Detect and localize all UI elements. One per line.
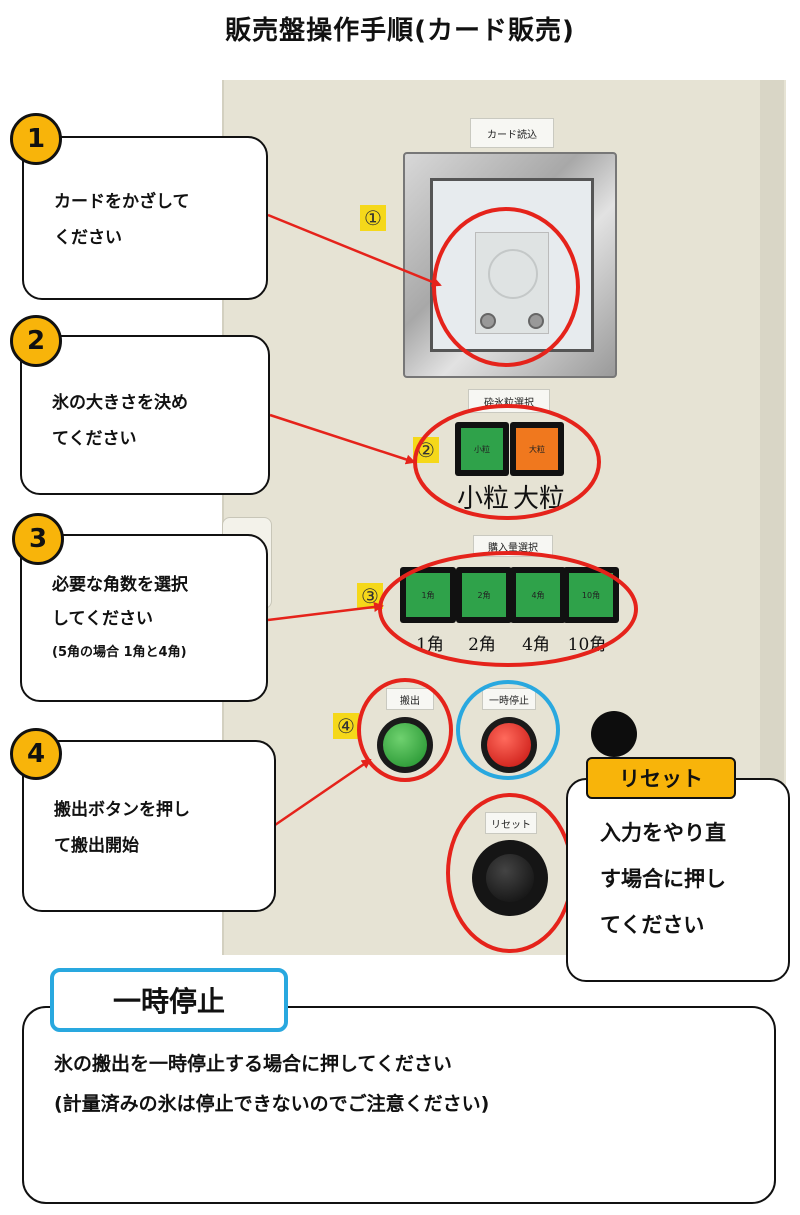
highlight-reset-button bbox=[446, 793, 574, 953]
screw-icon bbox=[480, 313, 496, 329]
qty-1-button-face: 1角 bbox=[406, 573, 450, 617]
step-2-box: 氷の大きさを決め てください bbox=[20, 335, 270, 495]
qty-10-button-face: 10角 bbox=[569, 573, 613, 617]
reset-callout: 入力をやり直 す場合に押し てください bbox=[566, 778, 790, 982]
step-3-box: 必要な角数を選択 してください (5角の場合 1角と4角) bbox=[20, 534, 268, 702]
reset-line-3: てください bbox=[600, 913, 705, 937]
highlight-out-button bbox=[357, 678, 453, 782]
step-1-line-1: カードをかざして bbox=[54, 192, 190, 212]
small-grain-button[interactable]: 小粒 bbox=[455, 422, 509, 476]
qty-1-button[interactable]: 1角 bbox=[400, 567, 456, 623]
marker-4: ④ bbox=[333, 713, 359, 739]
step-4-line-2: て搬出開始 bbox=[54, 836, 139, 856]
screw-icon bbox=[528, 313, 544, 329]
reset-callout-tab: リセット bbox=[586, 757, 736, 799]
step-1-line-2: ください bbox=[54, 228, 122, 248]
pause-plate: 一時停止 bbox=[482, 688, 536, 710]
qty-4-button[interactable]: 4角 bbox=[510, 567, 566, 623]
large-grain-button[interactable]: 大粒 bbox=[510, 422, 564, 476]
reset-button[interactable] bbox=[472, 840, 548, 916]
step-4-line-1: 搬出ボタンを押し bbox=[54, 800, 190, 820]
reset-line-2: す場合に押し bbox=[600, 867, 726, 891]
step-4-box: 搬出ボタンを押し て搬出開始 bbox=[22, 740, 276, 912]
small-grain-button-face: 小粒 bbox=[461, 428, 503, 470]
reset-button-face bbox=[486, 854, 534, 902]
qty-2-button-face: 2角 bbox=[462, 573, 506, 617]
reset-line-1: 入力をやり直 bbox=[600, 821, 726, 845]
step-2-number: 2 bbox=[10, 315, 62, 367]
qty-2-button[interactable]: 2角 bbox=[456, 567, 512, 623]
step-3-note: (5角の場合 1角と4角) bbox=[52, 645, 187, 660]
large-grain-button-face: 大粒 bbox=[516, 428, 558, 470]
reset-plate: リセット bbox=[485, 812, 537, 834]
step-1-box: カードをかざして ください bbox=[22, 136, 268, 300]
qty-2-label: 2角 bbox=[468, 635, 496, 655]
small-grain-label: 小粒 bbox=[456, 484, 509, 514]
out-plate: 搬出 bbox=[386, 688, 434, 710]
highlight-card-reader bbox=[432, 207, 580, 367]
pause-button-face bbox=[487, 723, 531, 767]
arrow-step-1 bbox=[267, 213, 442, 287]
out-button[interactable] bbox=[377, 717, 433, 773]
step-1-number: 1 bbox=[10, 113, 62, 165]
step-3-line-1: 必要な角数を選択 bbox=[52, 575, 188, 595]
pause-line-1: 氷の搬出を一時停止する場合に押してください bbox=[54, 1053, 452, 1075]
pause-callout-tab: 一時停止 bbox=[50, 968, 288, 1032]
qty-4-label: 4角 bbox=[522, 635, 550, 655]
out-button-face bbox=[383, 723, 427, 767]
arrow-step-4 bbox=[274, 758, 372, 827]
step-2-line-1: 氷の大きさを決め bbox=[52, 393, 188, 413]
qty-4-button-face: 4角 bbox=[516, 573, 560, 617]
card-reader-plate: カード読込 bbox=[470, 118, 554, 148]
arrow-step-3 bbox=[267, 602, 384, 622]
pause-callout: 氷の搬出を一時停止する場合に押してください (計量済みの氷は停止できないのでご注… bbox=[22, 1006, 776, 1204]
panel-plug bbox=[591, 711, 637, 757]
step-2-line-2: てください bbox=[52, 429, 137, 449]
marker-1: ① bbox=[360, 205, 386, 231]
arrow-step-2 bbox=[269, 413, 416, 465]
contactless-icon bbox=[488, 249, 538, 299]
pause-button[interactable] bbox=[481, 717, 537, 773]
card-reader-pad[interactable] bbox=[475, 232, 549, 334]
step-4-number: 4 bbox=[10, 728, 62, 780]
pause-line-2: (計量済みの氷は停止できないのでご注意ください) bbox=[54, 1093, 490, 1115]
step-3-number: 3 bbox=[12, 513, 64, 565]
highlight-qty-buttons bbox=[378, 551, 638, 667]
highlight-pause-button bbox=[456, 680, 560, 780]
highlight-grain-buttons bbox=[413, 404, 601, 520]
step-3-line-2: してください bbox=[52, 609, 153, 629]
page-title: 販売盤操作手順(カード販売) bbox=[225, 16, 575, 46]
